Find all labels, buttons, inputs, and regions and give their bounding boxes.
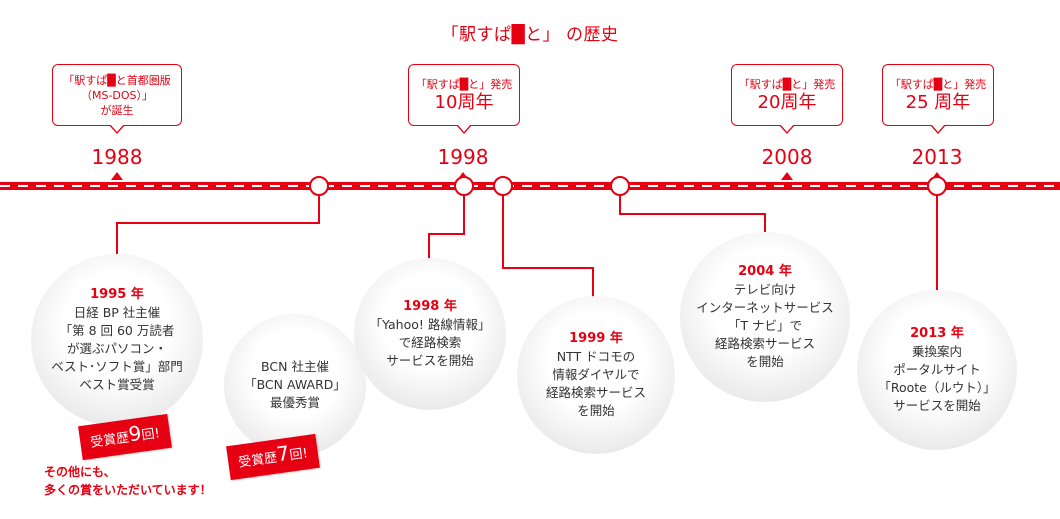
callout-line: 「駅すぱ█と」発売 [738, 77, 836, 91]
milestone-2008-callout: 「駅すぱ█と」発売 20周年 [731, 64, 843, 134]
event-line: サービスを開始 [386, 353, 474, 368]
event-year: 1995 年 [90, 287, 144, 302]
event-line: 「T ナビ」で [727, 318, 803, 333]
timeline-node-1995 [309, 176, 329, 196]
callout-line: （MS-DOS）」 [80, 88, 154, 102]
connector-1998 [463, 196, 465, 234]
event-line: テレビ向け [733, 282, 797, 297]
event-1998-circle: 1998 年 「Yahoo! 路線情報」 で経路検索 サービスを開始 [354, 258, 506, 410]
event-bcn-award-circle: BCN 社主催 「BCN AWARD」 最優秀賞 [224, 314, 366, 456]
connector-2013 [936, 196, 938, 320]
connector-1995 [318, 196, 320, 223]
connector-1998 [428, 233, 465, 235]
callout-anniversary: 20周年 [757, 91, 817, 113]
page-title: 「駅すぱ█と」 の歴史 [441, 25, 619, 45]
callout-anniversary: 10周年 [434, 91, 494, 113]
event-1999-circle: 1999 年 NTT ドコモの 情報ダイヤルで 経路検索サービス を開始 [517, 296, 675, 454]
milestone-2013-callout: 「駅すぱ█と」発売 25 周年 [882, 64, 994, 134]
event-line: BCN 社主催 [261, 359, 329, 374]
event-line: ポータルサイト [893, 362, 981, 377]
callout-line: 「駅すぱ█と」発売 [415, 77, 513, 91]
milestone-1988-callout: 「駅すぱ█と首都圏版 （MS-DOS）」 が誕生 [52, 64, 182, 134]
event-year: 2013 年 [910, 326, 964, 341]
milestone-year-1998: 1998 [437, 145, 489, 169]
event-line: 「第 8 回 60 万読者 [59, 323, 175, 338]
event-line: 乗換案内 [911, 344, 962, 359]
event-line: 「Roote（ルウト）」 [878, 380, 996, 395]
event-line: を開始 [746, 354, 784, 369]
milestone-marker-1988 [111, 172, 123, 180]
timeline-node-2013 [927, 176, 947, 196]
milestone-year-2008: 2008 [761, 145, 813, 169]
connector-1995 [116, 222, 118, 262]
event-line: 「Yahoo! 路線情報」 [369, 317, 491, 332]
note-line: 多くの賞をいただいています！ [44, 483, 212, 497]
more-awards-note: その他にも、 多くの賞をいただいています！ [44, 463, 212, 499]
connector-1999 [592, 267, 594, 311]
milestone-year-1988: 1988 [91, 145, 143, 169]
connector-1995 [116, 222, 320, 224]
award-prefix: 受賞歴 [237, 450, 279, 471]
event-line: 経路検索サービス [545, 385, 646, 400]
event-line: ベスト賞受賞 [79, 377, 155, 392]
connector-2004 [619, 196, 621, 214]
callout-line: 「駅すぱ█と首都圏版 [63, 73, 171, 87]
event-line: で経路検索 [398, 335, 462, 350]
event-1995-circle: 1995 年 日経 BP 社主催 「第 8 回 60 万読者 が選ぶパソコン・ … [31, 254, 203, 426]
event-line: が選ぶパソコン・ [66, 341, 167, 356]
event-year: 1999 年 [569, 331, 623, 346]
callout-line: 「駅すぱ█と」発売 [889, 77, 987, 91]
milestone-year-2013: 2013 [911, 145, 963, 169]
event-line: 日経 BP 社主催 [73, 305, 161, 320]
event-line: 情報ダイヤルで [552, 367, 640, 382]
event-line: 最優秀賞 [269, 395, 320, 410]
event-line: NTT ドコモの [556, 349, 636, 364]
timeline-rail-dashes [0, 185, 1060, 187]
connector-1999 [502, 196, 504, 268]
connector-2004 [619, 213, 766, 215]
event-year: 2004 年 [738, 264, 792, 279]
event-line: 「BCN AWARD」 [244, 377, 346, 392]
callout-anniversary: 25 周年 [905, 91, 971, 113]
award-prefix: 受賞歴 [89, 430, 131, 451]
event-2004-circle: 2004 年 テレビ向け インターネットサービス 「T ナビ」で 経路検索サービ… [680, 232, 850, 402]
event-2013-circle: 2013 年 乗換案内 ポータルサイト 「Roote（ルウト）」 サービスを開始 [857, 290, 1017, 450]
timeline-node-1999 [493, 176, 513, 196]
connector-1998 [428, 233, 430, 281]
note-line: その他にも、 [44, 465, 116, 479]
timeline-node-2004 [610, 176, 630, 196]
event-line: ベスト･ソフト賞」部門 [51, 359, 183, 374]
timeline-node-1998 [454, 176, 474, 196]
award-suffix: 回! [140, 426, 161, 444]
event-line: インターネットサービス [696, 300, 834, 315]
callout-line: が誕生 [100, 103, 134, 117]
milestone-1998-callout: 「駅すぱ█と」発売 10周年 [408, 64, 520, 134]
event-line: 経路検索サービス [714, 336, 815, 351]
milestone-marker-2008 [781, 172, 793, 180]
award-suffix: 回! [288, 446, 309, 464]
award-badge-7: 受賞歴7回! [226, 433, 320, 481]
event-line: サービスを開始 [893, 398, 981, 413]
event-line: を開始 [577, 403, 615, 418]
connector-1999 [502, 267, 594, 269]
event-year: 1998 年 [403, 299, 457, 314]
